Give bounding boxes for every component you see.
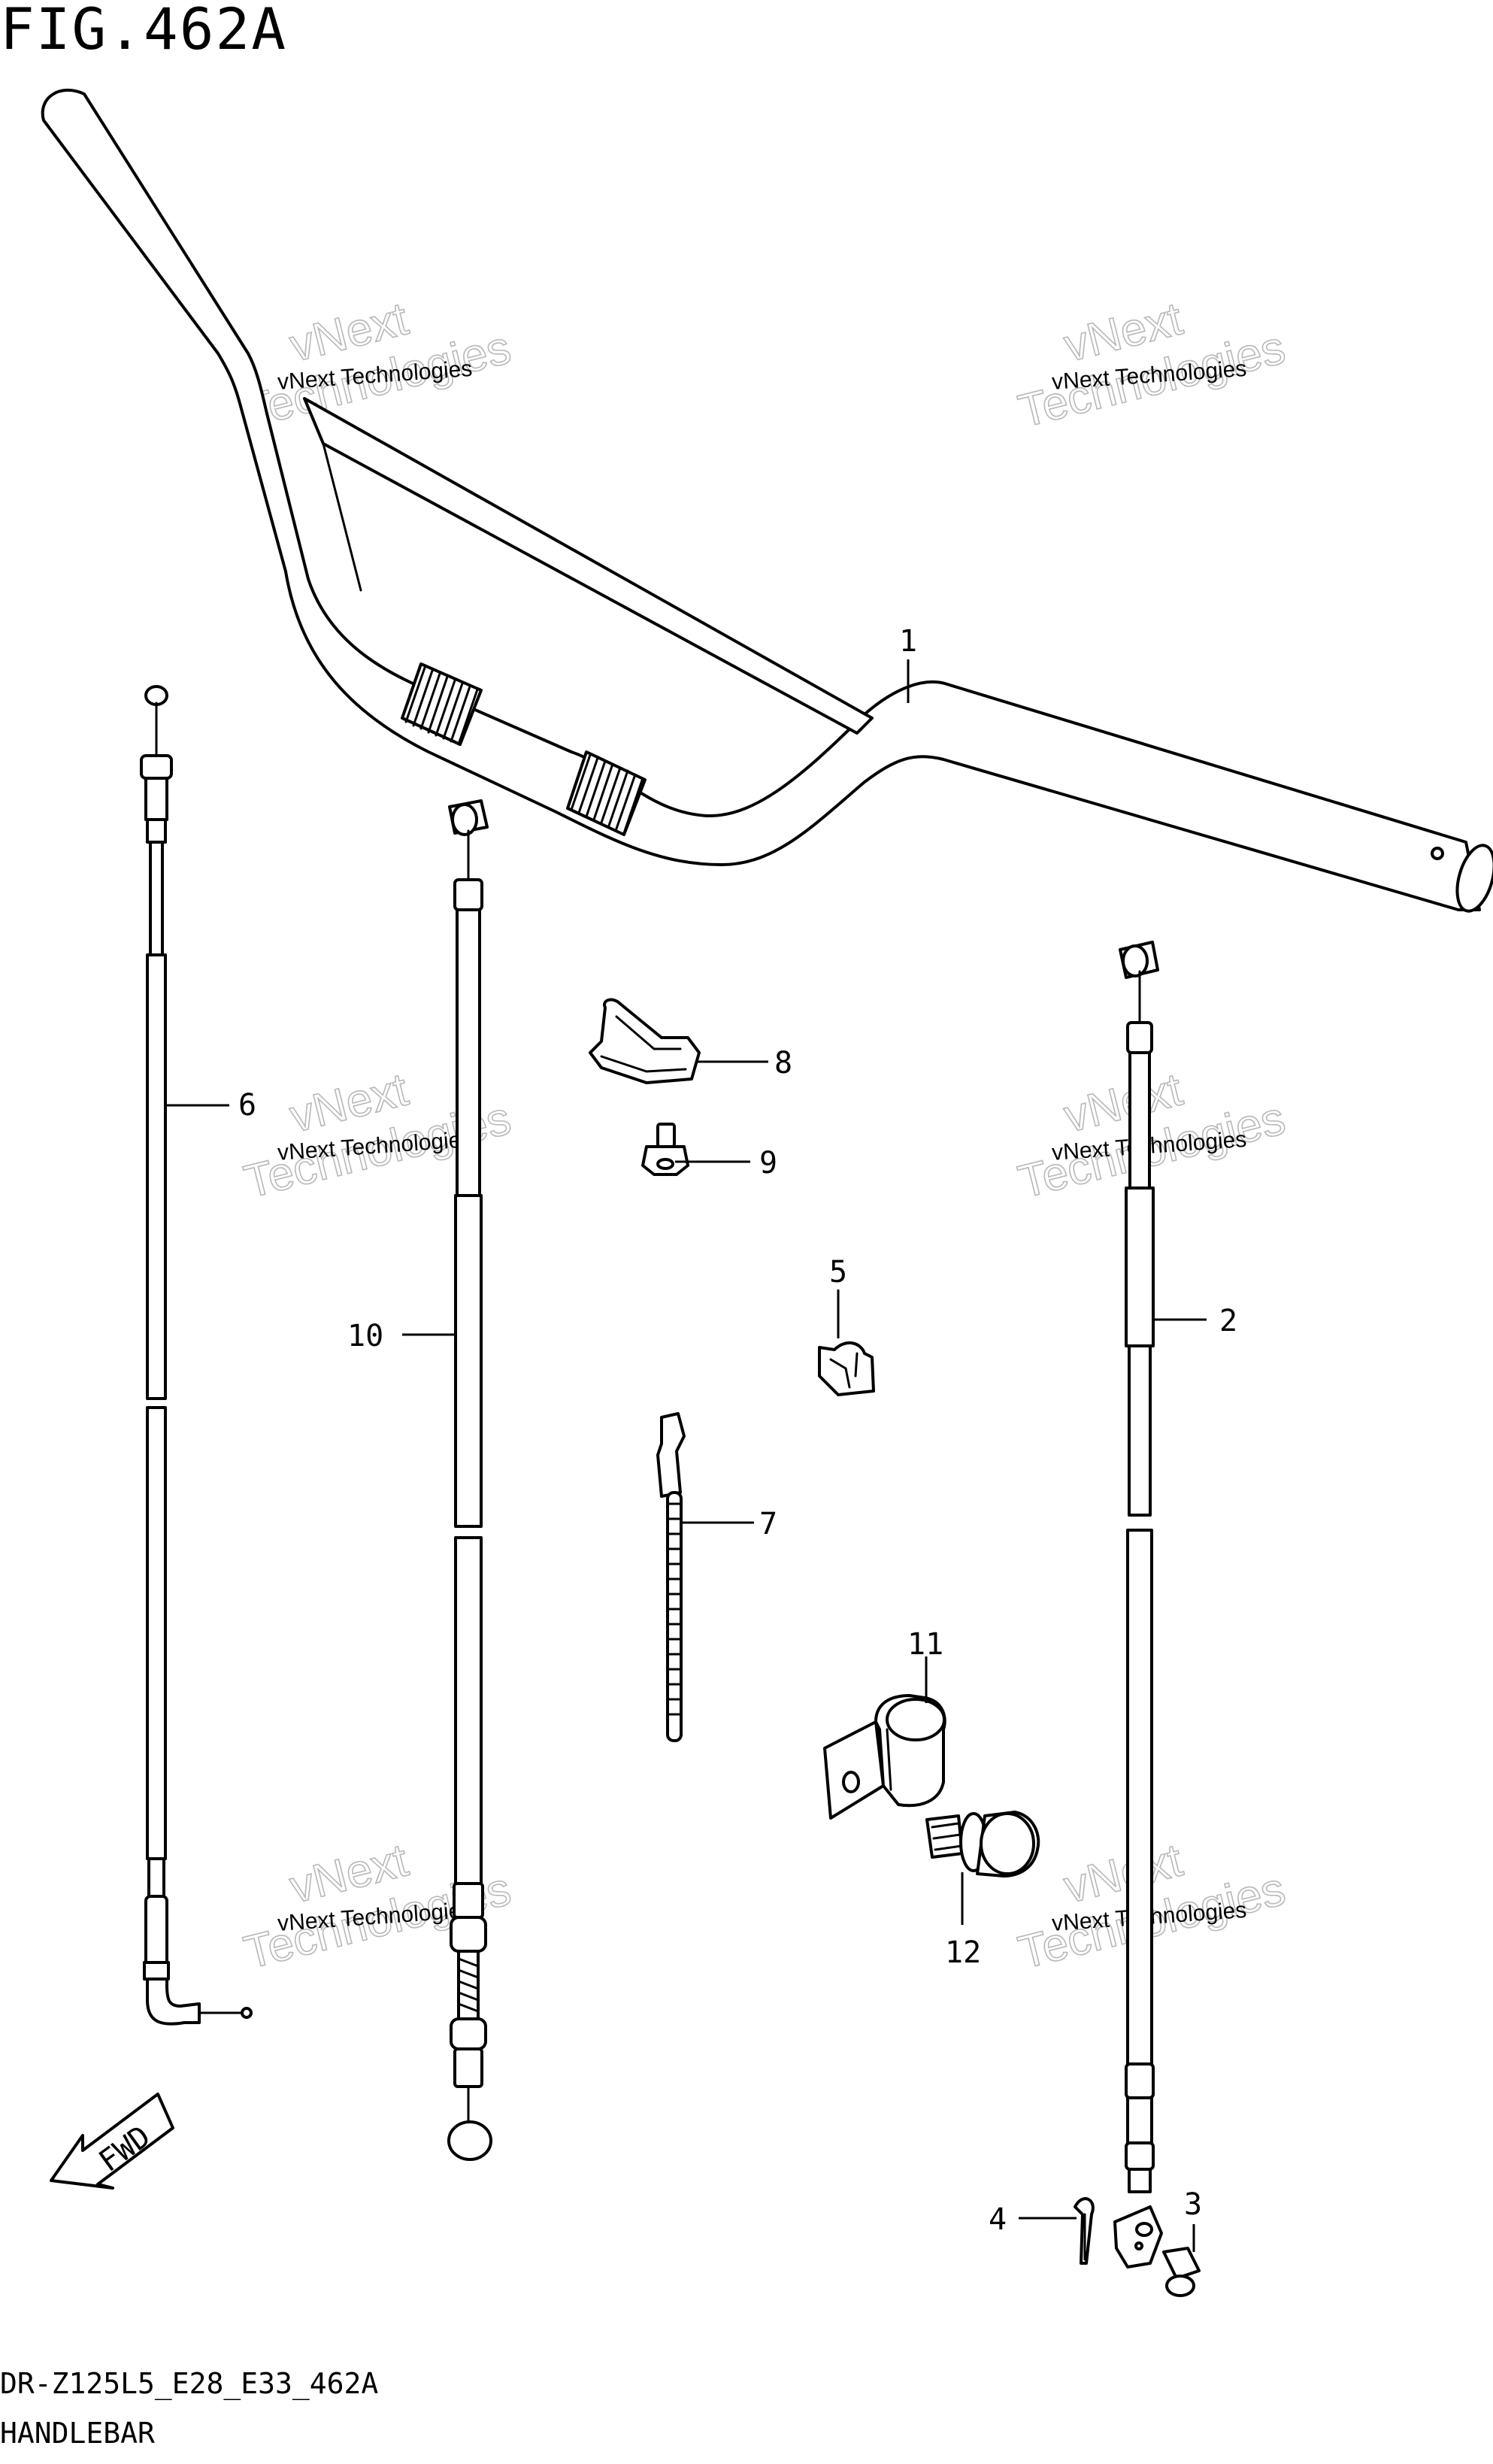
bracket-clamp[interactable] (823, 1694, 946, 1820)
callout-1: 1 (899, 624, 917, 659)
callout-9: 9 (759, 1146, 777, 1180)
handlebar[interactable] (41, 89, 1493, 915)
figure-name: HANDLEBAR (0, 2417, 155, 2450)
callout-numbers: 1 2 3 4 5 6 7 8 9 10 11 12 (238, 624, 1237, 2237)
cable-right[interactable] (1113, 941, 1163, 2269)
pin[interactable] (1162, 2247, 1201, 2297)
cable-center[interactable] (447, 799, 492, 2161)
knurl-left (401, 662, 483, 746)
callout-6: 6 (238, 1088, 256, 1123)
callout-4: 4 (989, 2202, 1007, 2237)
callout-8: 8 (774, 1046, 792, 1080)
callout-5: 5 (829, 1255, 847, 1290)
callout-10: 10 (347, 1319, 383, 1353)
callout-12: 12 (945, 1935, 981, 1970)
watermark-top-left: vNext Technologies vNext Technologies (238, 292, 516, 438)
figure-code: DR-Z125L5_E28_E33_462A (0, 2367, 379, 2400)
knurl-right (566, 750, 647, 836)
callout-2: 2 (1219, 1304, 1237, 1338)
cable-clip[interactable] (818, 1341, 875, 1396)
callout-7: 7 (759, 1507, 777, 1541)
callout-leaders (167, 659, 1207, 2252)
watermark-top-right: vNext Technologies vNext Technologies (1013, 292, 1290, 438)
wire-clamp[interactable] (589, 998, 701, 1084)
callout-3: 3 (1184, 2187, 1202, 2222)
cable-left[interactable] (140, 685, 253, 2026)
flange-bolt[interactable] (925, 1811, 1040, 1878)
bolt-small[interactable] (641, 1123, 689, 1176)
fwd-arrow-icon: FWD (50, 2093, 174, 2190)
callout-11: 11 (907, 1627, 943, 1662)
figure-title: FIG.462A (0, 0, 288, 62)
cotter-pin[interactable] (1074, 2197, 1095, 2265)
cable-tie[interactable] (656, 1412, 686, 1742)
